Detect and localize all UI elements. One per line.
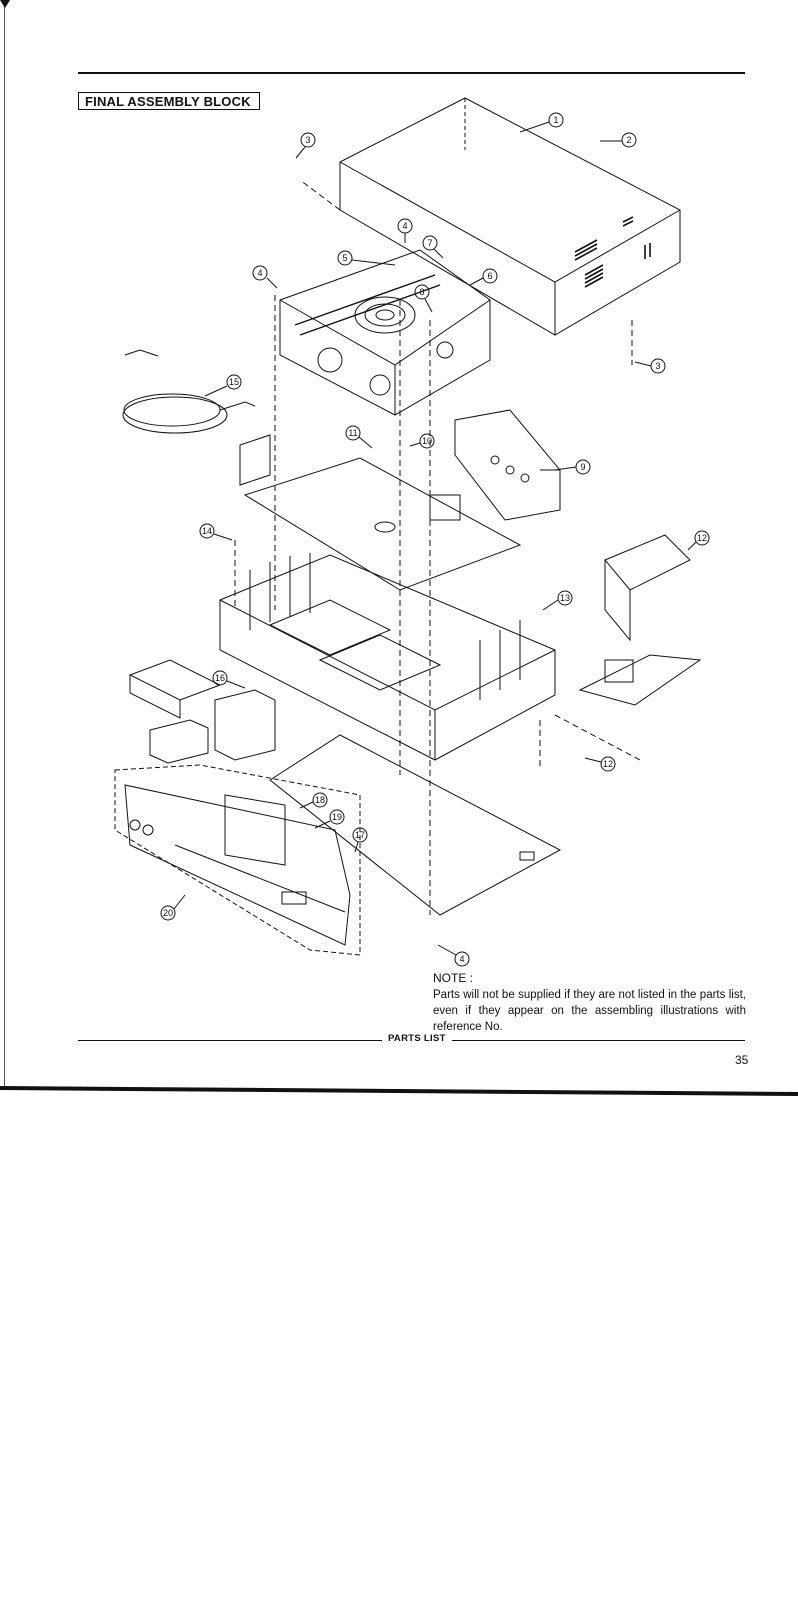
callout-3a: 3 [295,132,316,159]
page-bottom-edge [0,1086,798,1096]
svg-text:14: 14 [202,526,212,536]
note-text: Parts will not be supplied if they are n… [433,989,746,1033]
note-block: NOTE : Parts will not be supplied if the… [433,970,746,1035]
callout-4c: 4 [437,944,470,967]
svg-text:20: 20 [163,908,173,918]
callouts: 1 2 3 3 4 4 4 5 6 7 8 9 10 11 12 12 13 1… [160,112,710,967]
callout-11: 11 [345,425,373,449]
rear-panel-board [454,409,561,521]
svg-text:3: 3 [305,135,310,145]
callout-8: 8 [414,284,433,313]
alignment-lines [234,295,641,915]
callout-15: 15 [204,374,242,397]
header-rule [78,72,745,74]
main-board [239,434,522,591]
callout-17: 17 [352,827,368,853]
page-number: 35 [735,1053,749,1067]
callout-4a: 4 [397,218,413,243]
callout-12b: 12 [584,756,616,772]
callout-5: 5 [337,250,396,266]
svg-text:8: 8 [419,287,424,297]
callout-1: 1 [519,112,564,133]
svg-text:13: 13 [560,593,570,603]
deck-mechanism [279,249,491,416]
svg-text:17: 17 [355,830,365,840]
svg-text:4: 4 [402,221,407,231]
svg-text:12: 12 [697,533,707,543]
section-title: FINAL ASSEMBLY BLOCK [78,92,260,110]
callout-6: 6 [469,268,498,286]
callout-7: 7 [422,235,444,259]
callout-20: 20 [160,894,186,921]
top-cover [299,97,681,336]
svg-text:11: 11 [348,428,357,438]
callout-19: 19 [314,809,345,829]
svg-text:18: 18 [315,795,325,805]
svg-text:5: 5 [342,253,347,263]
callout-18: 18 [299,792,328,809]
svg-text:3: 3 [655,361,660,371]
front-panel [114,764,361,956]
bottom-plate [269,734,562,916]
callout-10: 10 [409,433,435,449]
svg-text:12: 12 [603,759,613,769]
chassis-frame [219,553,556,761]
callout-12a: 12 [687,530,710,551]
parts-list-label: PARTS LIST [382,1033,452,1044]
svg-text:4: 4 [459,954,464,964]
callout-9: 9 [554,459,591,475]
callout-14: 14 [199,523,233,541]
binder-edge-line [4,0,5,1090]
callout-4b: 4 [252,265,278,289]
svg-text:16: 16 [215,673,225,683]
svg-text:4: 4 [257,268,262,278]
note-title: NOTE : [433,971,474,985]
svg-text:19: 19 [332,812,342,822]
callout-2: 2 [600,132,637,148]
exploded-assembly-diagram: 1 2 3 3 4 4 4 5 6 7 8 9 10 11 12 12 13 1… [114,97,710,967]
callout-3b: 3 [634,358,666,374]
svg-text:7: 7 [427,238,432,248]
front-bracket-and-board [128,659,276,764]
callout-13: 13 [542,590,573,611]
svg-text:2: 2 [626,135,631,145]
svg-text:6: 6 [487,271,492,281]
svg-text:1: 1 [553,115,558,125]
svg-text:9: 9 [580,462,585,472]
callout-16: 16 [212,670,246,689]
svg-text:10: 10 [422,436,432,446]
shield-and-power-board [578,534,702,706]
binder-mark [0,0,10,8]
power-cord [122,349,256,434]
svg-text:15: 15 [229,377,239,387]
